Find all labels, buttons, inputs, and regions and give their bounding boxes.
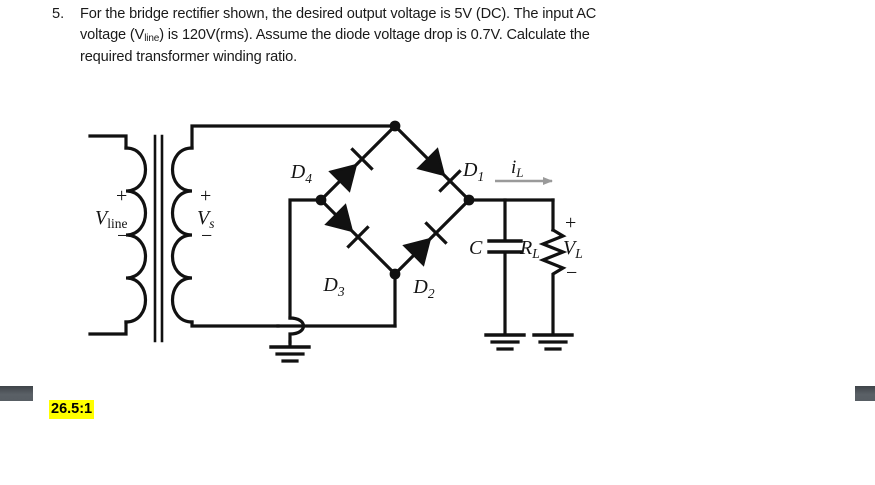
primary-top-lead <box>88 134 128 150</box>
diode-d1-symbol <box>416 147 462 193</box>
label-capacitor: C <box>469 237 483 259</box>
secondary-top-lead <box>190 124 397 150</box>
diode-d4-bar <box>350 147 374 171</box>
node-dot-bridge-left <box>315 194 327 206</box>
label-d4-main: D <box>290 161 306 183</box>
label-d2-main: D <box>412 276 428 298</box>
circuit-wires <box>88 123 574 363</box>
node-dot-bridge-right <box>463 194 475 206</box>
label-secondary-plus: + <box>200 185 211 207</box>
diode-d1-bar <box>438 169 462 193</box>
diode-d2-symbol <box>402 221 448 267</box>
label-load-minus: − <box>566 262 577 284</box>
circuit-diagram: Vline + − Vs + − D4 D1 D3 D2 iL C RL VL … <box>88 120 583 363</box>
label-load-resistor-main: R <box>519 237 532 259</box>
primary-winding-coil <box>124 146 148 324</box>
question-line-2-pre: voltage (V <box>80 27 145 43</box>
label-i-load-main: i <box>511 157 516 178</box>
question-line-1: For the bridge rectifier shown, the desi… <box>80 6 597 22</box>
label-primary-plus: + <box>116 185 127 207</box>
diode-d3-symbol <box>324 203 370 249</box>
question-line-2-post: ) is 120V(rms). Assume the diode voltage… <box>159 27 590 43</box>
question-line-2-subscript: line <box>144 33 160 44</box>
label-load-resistor-subscript: L <box>531 246 540 261</box>
secondary-winding-coil <box>170 146 194 324</box>
diode-d4-symbol <box>328 147 374 193</box>
label-secondary-minus: − <box>201 225 212 247</box>
label-d4: D4 <box>290 161 312 186</box>
node-dot-bridge-bottom <box>389 268 401 280</box>
diode-d3-bar <box>346 225 370 249</box>
right-edge-bar <box>855 386 875 401</box>
diode-d1-triangle <box>416 147 446 177</box>
question-row: 5. For the bridge rectifier shown, the d… <box>52 4 812 68</box>
bridge-arm-d2 <box>392 197 472 277</box>
label-v-load-subscript: L <box>574 246 583 261</box>
secondary-bottom-lead <box>190 320 280 328</box>
label-d1: D1 <box>462 159 484 184</box>
primary-bottom-lead <box>88 320 128 336</box>
bridge-arm-d4 <box>318 123 398 203</box>
label-v-load: VL <box>563 237 583 261</box>
diode-d4-triangle <box>328 163 358 193</box>
circuit-junction-dots <box>315 120 475 280</box>
diode-d3-triangle <box>324 203 354 233</box>
label-d2-subscript: 2 <box>428 286 435 301</box>
question-line-2: voltage (Vline) is 120V(rms). Assume the… <box>80 25 812 47</box>
circuit-labels: Vline + − Vs + − D4 D1 D3 D2 iL C RL VL … <box>95 157 583 301</box>
load-resistor-zigzag <box>538 227 568 336</box>
label-d3-subscript: 3 <box>337 284 345 299</box>
label-v-line-subscript: line <box>107 216 127 231</box>
label-i-load-subscript: L <box>515 165 523 180</box>
left-node-down-wire <box>288 198 323 320</box>
node-dot-bridge-top <box>389 120 401 132</box>
answer-highlight: 26.5:1 <box>49 400 95 419</box>
label-load-plus: + <box>565 212 576 234</box>
question-line-3: required transformer winding ratio. <box>80 49 297 65</box>
label-d1-subscript: 1 <box>477 169 484 184</box>
label-v-s-main: V <box>197 207 212 229</box>
label-d3-main: D <box>322 274 338 296</box>
diode-d2-bar <box>424 221 448 245</box>
label-d3: D3 <box>322 274 344 299</box>
label-primary-minus: − <box>117 225 128 247</box>
label-d1-main: D <box>462 159 478 181</box>
label-d4-subscript: 4 <box>305 171 312 186</box>
label-d2: D2 <box>412 276 434 301</box>
question-number: 5. <box>52 6 65 22</box>
label-v-s: Vs <box>197 207 214 231</box>
diode-d2-triangle <box>402 237 432 267</box>
label-v-line-main: V <box>95 207 110 229</box>
label-load-resistor: RL <box>519 237 540 261</box>
label-v-line: Vline <box>95 207 127 231</box>
label-v-s-subscript: s <box>209 216 214 231</box>
left-edge-bar <box>0 386 33 401</box>
question-block: 5. For the bridge rectifier shown, the d… <box>52 4 812 68</box>
label-v-load-main: V <box>563 237 578 259</box>
label-i-load: iL <box>511 157 524 180</box>
question-text: For the bridge rectifier shown, the desi… <box>80 4 812 68</box>
wire-hop-loop <box>288 316 306 344</box>
